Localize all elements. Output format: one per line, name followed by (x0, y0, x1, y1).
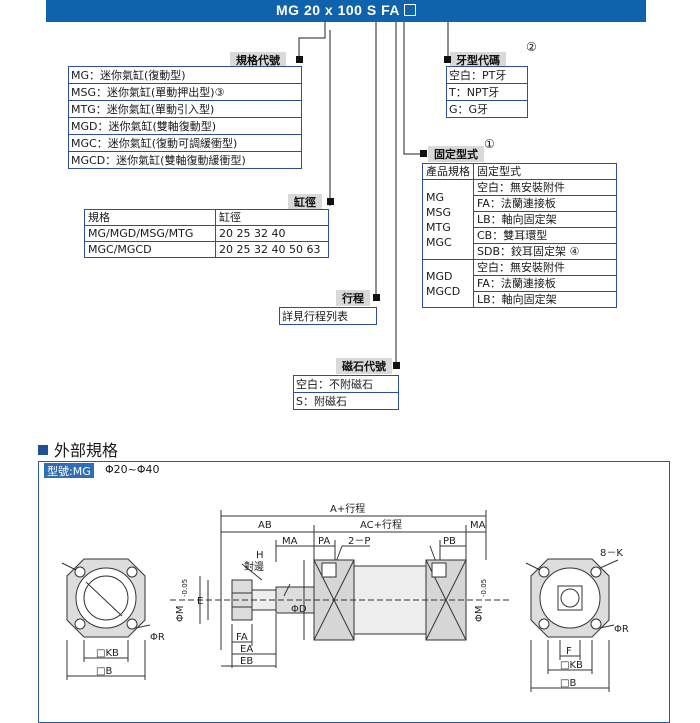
mount-type-dot (420, 150, 427, 157)
model-group-1: MG MSG MTG MGC (422, 179, 474, 260)
table-cell: FA：法蘭連接板 (473, 275, 617, 292)
dim-ab: AB (258, 520, 272, 531)
model-code-header: MG 20 x 100 S FA (46, 0, 646, 22)
dim-tol-left: -0.05 (181, 579, 189, 597)
left-end-view (61, 558, 151, 680)
list-item: MSG：迷你氣缸(單動押出型)③ (69, 84, 301, 101)
thread-code-dot (444, 56, 451, 63)
table-cell: 20 25 32 40 (215, 225, 329, 242)
dim-fa: FA (236, 632, 248, 643)
stroke-text: 詳見行程列表 (282, 310, 348, 323)
dim-ma-left: MA (282, 536, 298, 547)
dim-b-left: □B (96, 666, 112, 677)
list-item: MTG：迷你氣缸(單動引入型) (69, 101, 301, 118)
note-number-1: ① (484, 137, 495, 151)
table-cell: 空白：無安裝附件 (473, 179, 617, 196)
list-item: G：G牙 (449, 103, 489, 116)
bullet-square (38, 445, 48, 455)
mount-type-tag: 固定型式 (428, 146, 484, 162)
dim-b-right: □B (560, 678, 576, 689)
leader-lines (298, 22, 449, 366)
model-group-2: MGD MGCD (422, 259, 474, 308)
dim-phim-left: ΦM (175, 606, 186, 623)
dim-a-stroke: A+行程 (330, 502, 365, 515)
list-item: MG：迷你氣缸(復動型) (69, 67, 301, 84)
dim-eb: EB (240, 656, 253, 667)
dim-phid: ΦD (291, 604, 307, 615)
list-item: MGD：迷你氣缸(雙軸復動型) (69, 118, 301, 135)
dim-kb-right: □KB (560, 660, 583, 671)
dim-phir-right: ΦR (614, 624, 629, 635)
table-cell: FA：法蘭連接板 (473, 195, 617, 212)
side-view (170, 510, 510, 668)
dim-h: H (256, 550, 264, 561)
dim-ma-right: MA (470, 520, 486, 531)
dim-tol-right: -0.05 (480, 579, 488, 597)
table-cell: MG/MGD/MSG/MTG (84, 225, 216, 242)
dim-opposite: 對邊 (244, 560, 264, 573)
list-item: 空白：不附磁石 (294, 376, 398, 393)
bore-table: 規格 缸徑 MG/MGD/MSG/MTG 20 25 32 40 MGC/MGC… (84, 209, 329, 258)
table-cell: MGC/MGCD (84, 241, 216, 258)
list-item: T：NPT牙 (447, 84, 527, 101)
dim-pa: PA (318, 536, 330, 547)
dim-e: E (197, 596, 203, 607)
option-box (403, 4, 416, 16)
list-item: MGCD：迷你氣缸(雙軸復動緩衝型) (71, 154, 246, 167)
table-row: MG/MGD/MSG/MTG 20 25 32 40 (84, 225, 329, 242)
section-title: 外部規格 (38, 437, 118, 461)
stroke-tag: 行程 (336, 290, 370, 306)
magnet-list: 空白：不附磁石 S：附磁石 (293, 375, 399, 410)
size-range: Φ20~Φ40 (105, 463, 160, 476)
dim-phir-left: ΦR (150, 632, 165, 643)
bore-dot (327, 198, 334, 205)
note-number-2: ② (526, 40, 537, 54)
table-header: 缸徑 (215, 209, 329, 226)
dim-ac-stroke: AC+行程 (360, 518, 402, 531)
spec-code-dot (296, 56, 303, 63)
stroke-dot (373, 294, 380, 301)
table-row: MGC/MGCD 20 25 32 40 50 63 (84, 241, 329, 258)
spec-code-list: MG：迷你氣缸(復動型) MSG：迷你氣缸(單動押出型)③ MTG：迷你氣缸(單… (68, 66, 302, 169)
dim-8k: 8－K (600, 548, 623, 559)
dim-f: F (566, 646, 572, 657)
right-end-view (525, 558, 619, 692)
table-cell: LB：軸向固定架 (473, 211, 617, 228)
dim-phim-right: ΦM (474, 606, 485, 623)
stroke-box: 詳見行程列表 (279, 307, 377, 325)
model-label: 型號:MG (44, 463, 94, 478)
list-item: S：附磁石 (296, 395, 347, 408)
list-item: 空白：PT牙 (447, 67, 527, 84)
thread-code-tag: 牙型代碼 (450, 52, 506, 68)
magnet-tag: 磁石代號 (336, 358, 392, 374)
table-cell: LB：軸向固定架 (473, 291, 617, 308)
dim-2p: 2－P (348, 536, 370, 547)
model-code-title: MG 20 x 100 S FA (276, 2, 400, 18)
spec-code-tag: 規格代號 (230, 52, 286, 68)
mount-type-table: 產品規格 固定型式 MG MSG MTG MGC 空白：無安裝附件 FA：法蘭連… (422, 163, 617, 308)
dim-kb-left: □KB (96, 648, 119, 659)
dim-ea: EA (240, 644, 253, 655)
table-cell: 20 25 32 40 50 63 (215, 241, 329, 258)
bore-tag: 缸徑 (288, 194, 322, 210)
list-item: MGC：迷你氣缸(復動可調緩衝型) (69, 135, 301, 152)
magnet-dot (393, 362, 400, 369)
dim-pb: PB (443, 536, 456, 547)
thread-code-list: 空白：PT牙 T：NPT牙 G：G牙 (446, 66, 528, 118)
